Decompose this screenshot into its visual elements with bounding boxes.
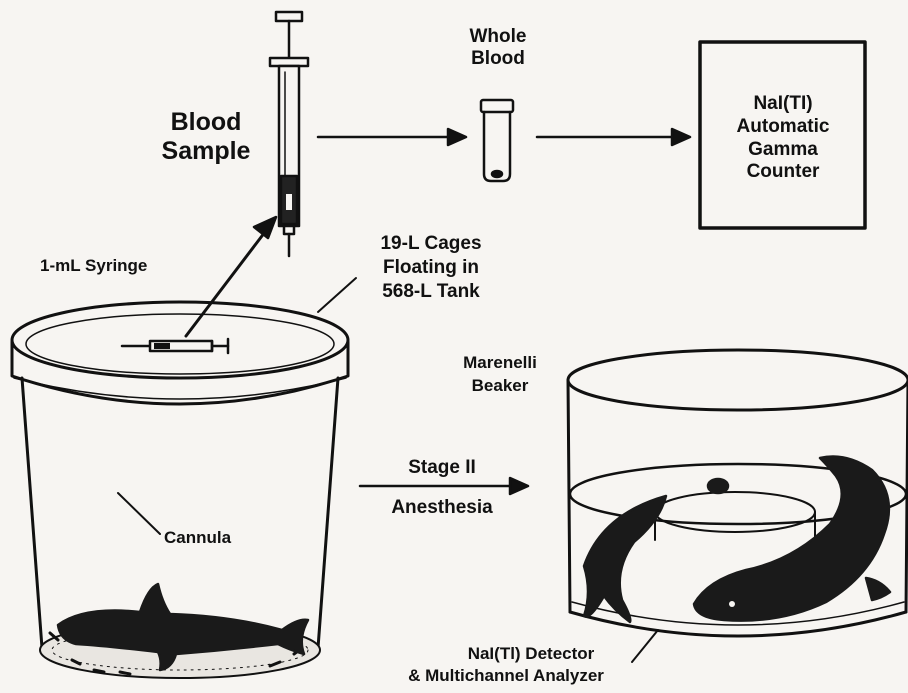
- gamma-counter-label: NaI(TI) Automatic Gamma Counter: [706, 93, 860, 184]
- cannula-leader-line: [118, 493, 160, 534]
- blood-sample-label: Blood Sample: [150, 108, 262, 166]
- arrow-to-vial: [318, 129, 466, 145]
- cages-label: 19-L Cages Floating in 568-L Tank: [358, 232, 504, 303]
- anesthesia-label: Anesthesia: [370, 497, 514, 519]
- vial-icon: [481, 100, 513, 181]
- beaker-label: Marenelli Beaker: [440, 352, 560, 398]
- stage-label: Stage II: [380, 457, 504, 479]
- whole-blood-label: Whole Blood: [450, 26, 546, 70]
- arrow-to-counter: [537, 129, 690, 145]
- cannula-label: Cannula: [164, 528, 231, 548]
- detector-label: NaI(Tl) Detector & Multichannel Analyzer: [356, 643, 656, 687]
- fish-in-beaker: [584, 457, 890, 623]
- cage-leader-line: [318, 278, 356, 312]
- arrow-stage-ii: [360, 478, 528, 494]
- syringe-label: 1-mL Syringe: [40, 256, 147, 276]
- fish-eye: [729, 601, 735, 607]
- small-syringe-icon: [122, 339, 228, 353]
